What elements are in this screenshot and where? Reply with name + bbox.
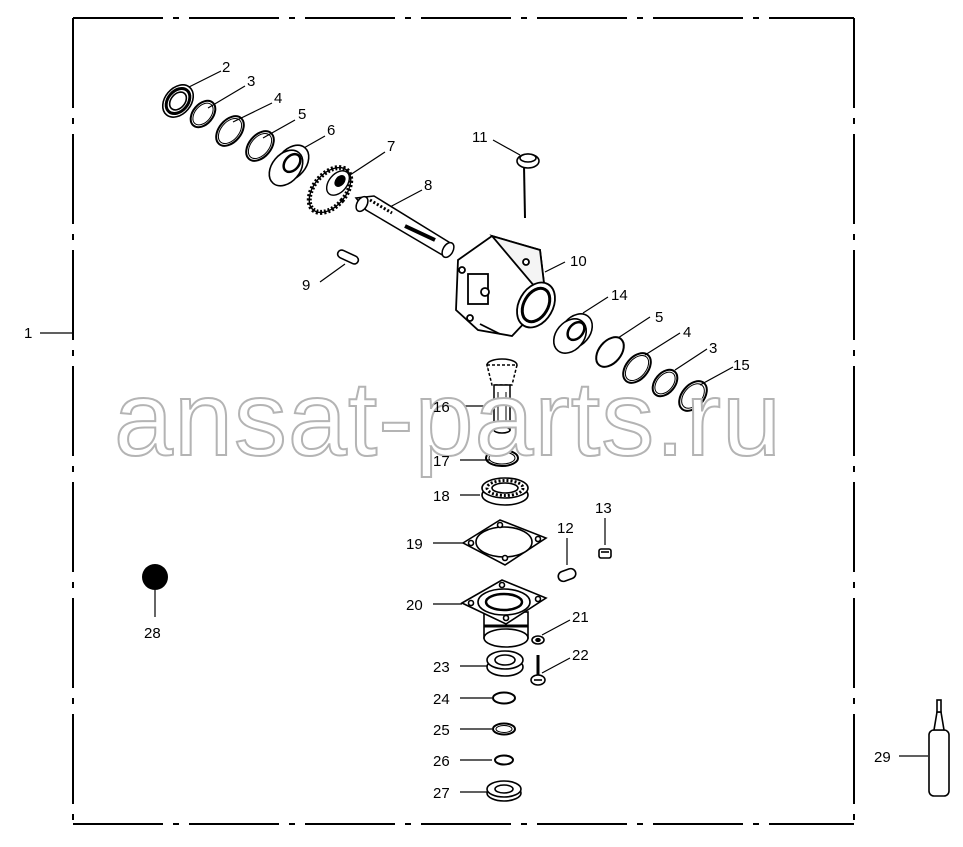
callout-20: 20: [406, 597, 423, 614]
callout-6: 6: [327, 122, 335, 139]
part-13-plug: [598, 548, 612, 559]
callout-4: 4: [274, 90, 282, 107]
part-14-bearing: [552, 313, 594, 354]
part-17-o-ring: [485, 449, 519, 467]
part-6-bearing: [268, 144, 310, 187]
callout-15: 15: [733, 357, 750, 374]
part-2-oil-seal: [161, 84, 195, 118]
part-3-shim-ring-right: [651, 368, 679, 398]
callout-10: 10: [570, 253, 587, 270]
callout-12: 12: [557, 520, 574, 537]
callout-3-right: 3: [709, 340, 717, 357]
part-15-snap-ring: [678, 380, 708, 412]
callout-18: 18: [433, 488, 450, 505]
callout-2: 2: [222, 59, 230, 76]
assembly-boundary: [72, 17, 855, 825]
part-27-dust-seal: [486, 780, 522, 802]
callout-5: 5: [298, 106, 306, 123]
part-12-dowel-pin: [557, 567, 577, 583]
part-16-pinion-shaft: [486, 358, 518, 434]
callout-19: 19: [406, 536, 423, 553]
part-24-ring: [492, 691, 516, 705]
part-18-tapered-bearing: [481, 477, 529, 506]
part-4-shim-ring-right: [622, 352, 652, 384]
callout-25: 25: [433, 722, 450, 739]
leader-lines: [40, 70, 928, 793]
callout-17: 17: [433, 453, 450, 470]
callout-4-right: 4: [683, 324, 691, 341]
watermark-text: ansat-parts.ru: [114, 360, 782, 478]
part-7-bevel-gear: [306, 165, 354, 215]
callout-22: 22: [572, 647, 589, 664]
callout-13: 13: [595, 500, 612, 517]
callout-8: 8: [424, 177, 432, 194]
callout-28: 28: [144, 625, 161, 642]
part-5-shim-ring-right: [595, 336, 625, 368]
part-5-shim-ring: [245, 130, 275, 162]
part-11-breather-plug: [516, 153, 540, 219]
part-8-shaft: [354, 195, 455, 259]
callout-16: 16: [433, 399, 450, 416]
part-29-sealant-tube: [928, 699, 950, 797]
part-22-bolt: [530, 655, 546, 686]
callout-23: 23: [433, 659, 450, 676]
callout-26: 26: [433, 753, 450, 770]
callout-numbers: 1 2 3 4 5 6 7 8 9 10 11 12 13 14 5 4 3 1…: [24, 59, 891, 802]
part-3-shim-ring: [189, 99, 217, 129]
callout-24: 24: [433, 691, 450, 708]
callout-11: 11: [472, 129, 488, 146]
part-4-shim-ring: [215, 115, 245, 147]
part-9-key: [336, 249, 360, 265]
part-21-lock-washer: [531, 635, 545, 645]
callout-3: 3: [247, 73, 255, 90]
part-23-oil-seal: [486, 650, 524, 677]
callout-5-right: 5: [655, 309, 663, 326]
callout-7: 7: [387, 138, 395, 155]
callout-21: 21: [572, 609, 589, 626]
part-25-ring: [492, 722, 516, 736]
callout-27: 27: [433, 785, 450, 802]
part-19-gasket: [461, 519, 548, 566]
callout-9: 9: [302, 277, 310, 294]
part-20-bearing-flange: [460, 579, 548, 648]
callout-14: 14: [611, 287, 628, 304]
callout-1: 1: [24, 325, 32, 342]
callout-29: 29: [874, 749, 891, 766]
part-26-ring: [494, 754, 514, 766]
part-28-grease-dot: [142, 564, 168, 590]
part-10-gearbox-housing: [455, 234, 556, 337]
